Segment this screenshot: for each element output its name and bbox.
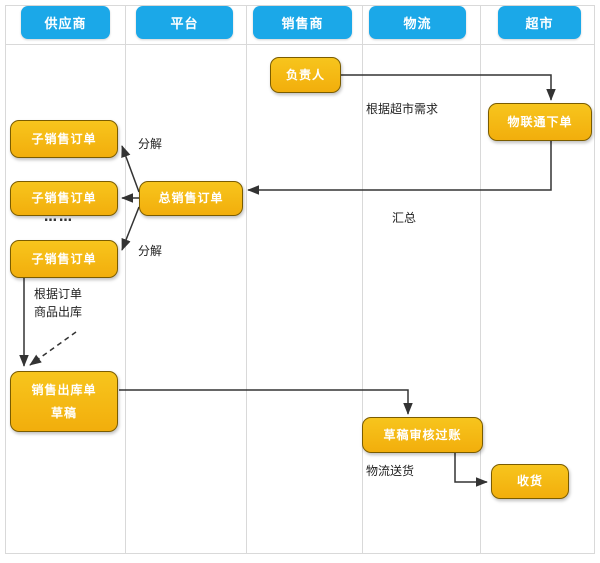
node-sub-order-3-line-1: 子销售订单	[31, 251, 97, 266]
node-manager[interactable]: 负责人	[270, 57, 341, 93]
node-manager-line-1: 负责人	[285, 67, 325, 82]
lane-header-market[interactable]: 超市	[498, 6, 581, 39]
label-per-market-demand: 根据超市需求	[366, 102, 439, 116]
node-sub-order-2-line-1: 子销售订单	[31, 191, 97, 206]
ellipsis-more-sub-orders: ……	[44, 210, 74, 225]
node-iot-order[interactable]: 物联通下单	[488, 103, 592, 141]
lane-header-logistics[interactable]: 物流	[369, 6, 466, 39]
label-summarize: 汇总	[392, 211, 417, 225]
node-sub-order-2[interactable]: 子销售订单	[10, 181, 118, 216]
label-logistics-delivery: 物流送货	[366, 464, 415, 478]
node-sub-order-1[interactable]: 子销售订单	[10, 120, 118, 158]
node-receive-goods[interactable]: 收货	[491, 464, 569, 499]
node-sub-order-3[interactable]: 子销售订单	[10, 240, 118, 278]
lane-header-separator	[5, 44, 595, 45]
node-sub-order-1-line-1: 子销售订单	[31, 131, 97, 146]
node-draft-audit[interactable]: 草稿审核过账	[362, 417, 483, 453]
label-decompose-top: 分解	[138, 137, 163, 151]
node-draft-audit-line-1: 草稿审核过账	[383, 427, 462, 442]
lane-divider-3	[362, 5, 363, 554]
lane-divider-2	[246, 5, 247, 554]
label-per-order-line-1: 根据订单	[34, 287, 83, 301]
lane-divider-1	[125, 5, 126, 554]
node-sales-delivery[interactable]: 销售出库单 草稿	[10, 371, 118, 432]
label-decompose-bottom: 分解	[138, 244, 163, 258]
lane-header-platform[interactable]: 平台	[136, 6, 233, 39]
label-per-order-line-2: 商品出库	[34, 305, 83, 319]
lane-header-supplier[interactable]: 供应商	[21, 6, 110, 39]
node-total-order-line-1: 总销售订单	[158, 191, 224, 206]
node-receive-goods-line-1: 收货	[516, 474, 543, 489]
lane-header-reseller[interactable]: 销售商	[253, 6, 352, 39]
lane-divider-4	[480, 5, 481, 554]
node-sales-delivery-line-1: 销售出库单	[31, 382, 97, 397]
node-total-order[interactable]: 总销售订单	[139, 181, 243, 216]
node-sales-delivery-line-2: 草稿	[50, 405, 77, 420]
node-iot-order-line-1: 物联通下单	[507, 114, 573, 129]
